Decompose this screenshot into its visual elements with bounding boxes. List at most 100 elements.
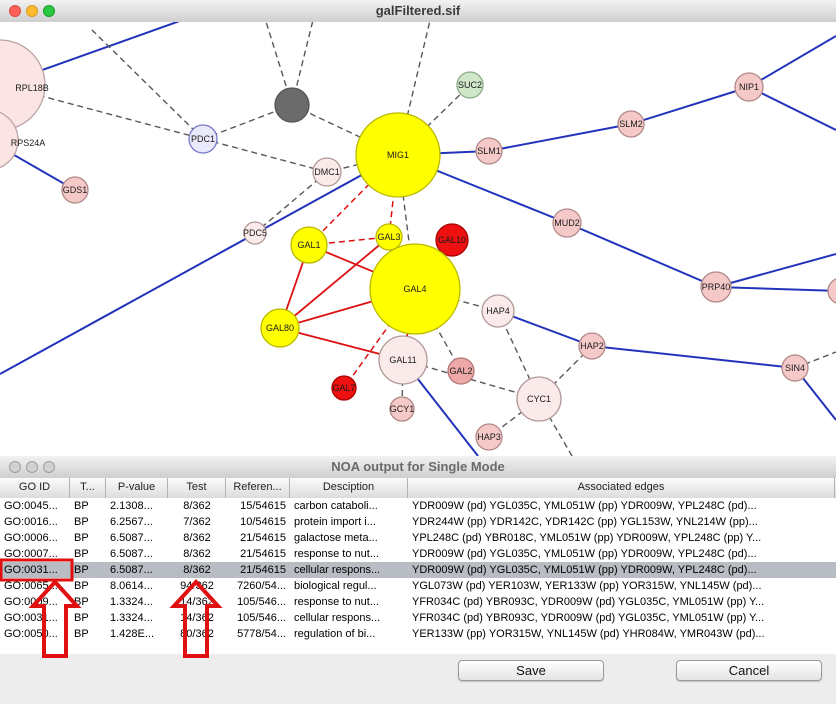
edge[interactable] (497, 310, 593, 347)
column-header-t-[interactable]: T... (70, 478, 106, 498)
network-canvas[interactable]: RPL18BRPS24AGDS1PDC1MIG1SUC2SLM1SLM2NIP1… (0, 22, 836, 456)
column-header-desciption[interactable]: Desciption (290, 478, 408, 498)
node-sin4[interactable] (781, 354, 809, 382)
node-gal11[interactable] (378, 335, 428, 385)
column-header-referen-[interactable]: Referen... (226, 478, 290, 498)
node-label: RPL18B (15, 83, 49, 93)
node-unnamed[interactable] (274, 87, 310, 123)
column-header-go-id[interactable]: GO ID (0, 478, 70, 498)
edge[interactable] (0, 154, 399, 375)
minimize-button[interactable] (26, 461, 38, 473)
node-label: GAL11 (389, 355, 416, 365)
node-label: HAP3 (477, 432, 501, 442)
column-header-test[interactable]: Test (168, 478, 226, 498)
noa-window-titlebar: NOA output for Single Mode (0, 456, 836, 479)
save-button[interactable]: Save (458, 660, 604, 681)
table-cell: 1.3324... (110, 596, 153, 608)
zoom-button[interactable] (43, 461, 55, 473)
table-cell: YPL248C (pd) YBR018C, YML051W (pp) YDR00… (412, 532, 762, 544)
close-button[interactable] (9, 461, 21, 473)
node-mud2[interactable] (552, 208, 582, 238)
node-label: NIP1 (739, 82, 759, 92)
edge[interactable] (397, 84, 471, 156)
node-gds1[interactable] (61, 176, 89, 204)
table-cell: YGL073W (pd) YER103W, YER133W (pp) YOR31… (412, 580, 762, 592)
close-button[interactable] (9, 5, 21, 17)
column-header-associated-edges[interactable]: Associated edges (408, 478, 835, 498)
node-rpl18b[interactable] (0, 39, 46, 131)
edge[interactable] (591, 345, 796, 369)
edge[interactable] (794, 351, 836, 369)
node-label: GDS1 (63, 185, 88, 195)
table-cell: 21/54615 (240, 532, 286, 544)
node-dmc1[interactable] (312, 157, 342, 187)
node-edge-node[interactable] (827, 278, 836, 304)
edge[interactable] (566, 222, 717, 288)
node-pdc1[interactable] (188, 124, 218, 154)
table-cell: 14/362 (180, 612, 214, 624)
table-cell: BP (74, 548, 89, 560)
edge[interactable] (748, 35, 836, 88)
node-gal80[interactable] (260, 308, 300, 348)
edge[interactable] (91, 29, 204, 140)
table-cell: YFR034C (pd) YBR093C, YDR009W (pd) YGL03… (412, 596, 765, 608)
edge[interactable] (715, 253, 836, 288)
node-gal2[interactable] (447, 357, 475, 385)
table-cell: GO:0050... (4, 628, 58, 640)
node-gal1[interactable] (290, 226, 328, 264)
node-prp40[interactable] (700, 271, 732, 303)
node-label: GAL10 (438, 235, 466, 245)
node-label: GAL1 (297, 240, 320, 250)
table-cell: 15/54615 (240, 500, 286, 512)
table-cell: BP (74, 628, 89, 640)
edge[interactable] (715, 286, 836, 292)
node-gal10[interactable] (435, 223, 469, 257)
node-rps24a[interactable] (0, 110, 19, 170)
node-label: GAL4 (403, 284, 426, 294)
node-gal7[interactable] (331, 375, 357, 401)
node-gcy1[interactable] (389, 396, 415, 422)
noa-window-title: NOA output for Single Mode (331, 459, 505, 474)
table-cell: YER133W (pp) YOR315W, YNL145W (pd) YHR08… (412, 628, 765, 640)
node-hap3[interactable] (475, 423, 503, 451)
node-mig1[interactable] (355, 112, 441, 198)
node-hap2[interactable] (578, 332, 606, 360)
edge[interactable] (630, 86, 750, 125)
minimize-button[interactable] (26, 5, 38, 17)
edge[interactable] (263, 22, 293, 106)
table-cell: GO:0007... (4, 548, 58, 560)
node-hap4[interactable] (481, 294, 515, 328)
node-gal4[interactable] (369, 243, 461, 335)
edge[interactable] (748, 86, 836, 131)
node-nip1[interactable] (734, 72, 764, 102)
edge[interactable] (488, 123, 632, 152)
node-pdc5[interactable] (243, 221, 267, 245)
table-cell: BP (74, 500, 89, 512)
node-slm2[interactable] (617, 110, 645, 138)
node-label: HAP2 (580, 341, 604, 351)
node-gal3[interactable] (375, 223, 403, 251)
node-label: GAL7 (332, 383, 355, 393)
node-slm1[interactable] (475, 137, 503, 165)
table-cell: 6.5087... (110, 564, 153, 576)
edge[interactable] (254, 171, 328, 234)
node-cyc1[interactable] (516, 376, 562, 422)
zoom-button[interactable] (43, 5, 55, 17)
node-suc2[interactable] (456, 71, 484, 99)
column-header-p-value[interactable]: P-value (106, 478, 168, 498)
cancel-button[interactable]: Cancel (676, 660, 822, 681)
edge[interactable] (279, 236, 390, 329)
table-cell: regulation of bi... (294, 628, 376, 640)
table-cell: 6.5087... (110, 548, 153, 560)
edge[interactable] (202, 138, 328, 173)
